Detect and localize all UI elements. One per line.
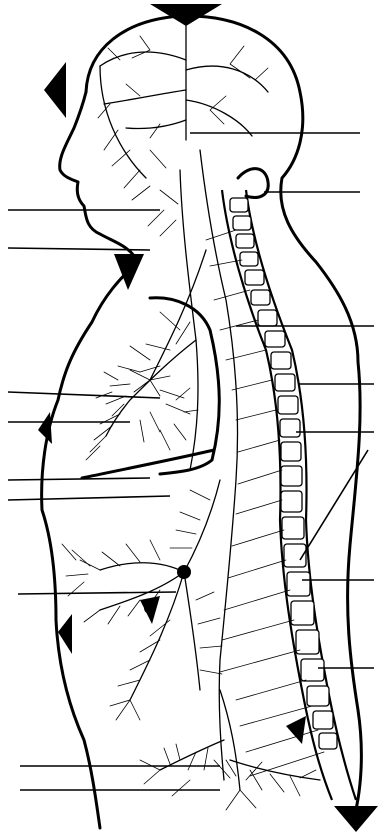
left-head-arrow-icon — [44, 62, 66, 118]
spinal-column — [222, 190, 356, 800]
vertebra — [287, 572, 310, 596]
leader-line — [8, 496, 170, 500]
vertebrae — [230, 198, 337, 749]
peripheral-nerves — [130, 150, 324, 780]
ear-outline — [238, 169, 268, 198]
vertebra — [281, 491, 302, 512]
celiac-ganglion — [177, 565, 191, 579]
bottom-right-arrow-icon — [334, 806, 378, 832]
vertebra — [233, 216, 251, 230]
neck-arrow-icon — [114, 254, 144, 290]
arm-outline — [150, 298, 219, 474]
leader-line — [8, 478, 150, 480]
vertebra — [275, 374, 295, 391]
vertebra — [236, 234, 254, 248]
vertebra — [265, 331, 285, 347]
vertebra — [280, 419, 300, 437]
lower-left-arrow-icon — [58, 614, 72, 654]
pelvic-plexus — [140, 690, 320, 810]
leader-line — [300, 450, 368, 560]
spinal-cord-front — [222, 190, 332, 800]
vertebra — [313, 711, 333, 729]
vertebra — [240, 252, 258, 266]
chest-arrow-icon — [38, 412, 52, 444]
sacral-arrow-icon — [286, 716, 306, 744]
vertebra — [282, 517, 304, 539]
vertebra — [251, 290, 270, 305]
vertebra — [281, 466, 302, 486]
abdomen-arrow-icon — [140, 596, 160, 624]
vertebra — [319, 733, 337, 749]
vertebra — [301, 659, 324, 681]
top-arrow-icon — [150, 4, 222, 26]
leader-line — [18, 592, 176, 594]
vertebra — [258, 310, 277, 326]
thoracic-plexus — [86, 340, 198, 460]
forearm-outline — [82, 450, 214, 478]
vertebra — [271, 352, 291, 369]
vertebra — [281, 442, 301, 461]
vertebra — [230, 198, 248, 212]
vertebra — [278, 396, 298, 414]
vertebra — [291, 601, 314, 625]
vertebra — [245, 270, 264, 285]
arrows — [38, 4, 378, 832]
vertebra — [307, 686, 329, 706]
face-and-front-outline — [42, 92, 138, 828]
